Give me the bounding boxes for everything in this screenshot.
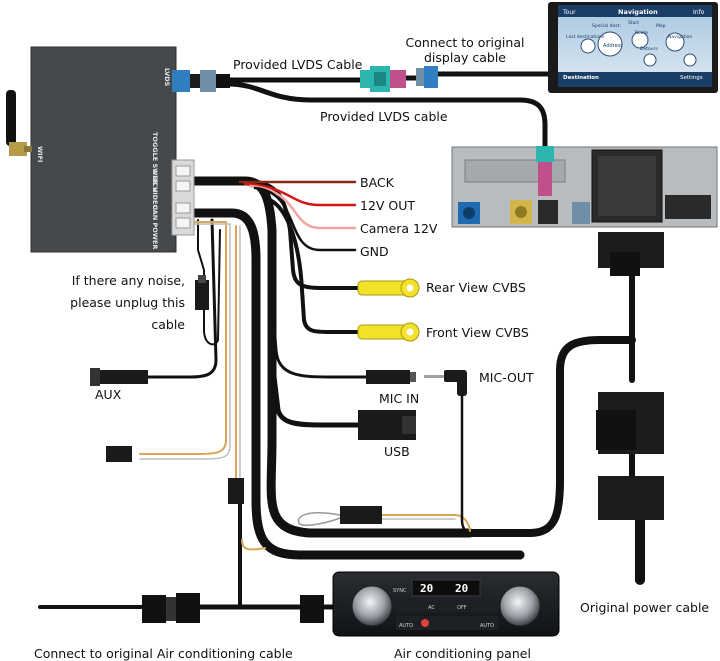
ac-right-temp: 20	[455, 582, 468, 595]
connect-original-display-label: Connect to original display cable	[405, 35, 525, 65]
front-view-label: Front View CVBS	[426, 325, 529, 340]
mic-in-jack-icon	[366, 370, 416, 384]
ac-ac-button: AC	[428, 605, 435, 611]
lvds-female-connector-icon	[360, 66, 406, 92]
connect-air-conditioning-label: Connect to original Air conditioning cab…	[34, 646, 293, 661]
mic-in-label: MIC IN	[379, 391, 420, 406]
ac-left-temp: 20	[420, 582, 433, 595]
thin-wires	[139, 221, 472, 551]
screen-bottom-left: Destination	[563, 75, 599, 81]
ac-sync-button: SYNC	[393, 588, 407, 594]
usb-connector-icon	[358, 410, 416, 440]
wifi-antenna-icon	[6, 90, 32, 156]
screen-menu-navigation: Navigation	[668, 34, 692, 40]
air-conditioning-panel-label: Air conditioning panel	[394, 646, 531, 661]
provided-lvds-cable-label-1: Provided LVDS Cable	[233, 57, 363, 72]
aux-label: AUX	[95, 387, 122, 402]
screen-menu-last: Last destinations	[566, 34, 605, 40]
noise-note-label: If there any noise, please unplug this c…	[70, 273, 185, 332]
out-12v-wire-label: 12V OUT	[360, 198, 416, 213]
wifi-port-label: WIFI	[36, 146, 44, 162]
display-connector-icon	[416, 66, 438, 88]
air-conditioning-panel	[332, 571, 560, 637]
mic-out-plug-icon	[424, 370, 467, 396]
ac-auto-right-button: AUTO	[480, 623, 494, 629]
mic-out-label: MIC-OUT	[479, 370, 534, 385]
screen-title: Navigation	[618, 8, 658, 16]
front-view-rca-icon	[357, 322, 420, 342]
gnd-wire-label: GND	[360, 244, 389, 259]
lvds-connector-icon	[172, 70, 230, 92]
power-connector-icon	[596, 232, 664, 520]
head-unit	[451, 146, 718, 228]
cable-harness	[38, 71, 645, 610]
noise-cable-connector-icon	[195, 275, 209, 310]
interface-module	[30, 46, 195, 253]
screen-menu-special: Special dest.	[592, 23, 621, 29]
provided-lvds-cable-label-2: Provided LVDS cable	[320, 109, 448, 124]
usb-label: USB	[384, 444, 410, 459]
usb-video-port-label: USB VIDEO	[151, 170, 159, 210]
screen-left-tab: Tour	[562, 9, 576, 16]
screen-menu-detours: Detours	[640, 46, 658, 52]
screen-menu-start: Start	[628, 20, 639, 26]
back-wire-label: BACK	[360, 175, 394, 190]
screen-menu-map: Map	[656, 23, 666, 29]
original-display-screen	[548, 2, 718, 93]
ac-auto-left-button: AUTO	[399, 623, 413, 629]
can-power-port-label: CAN POWER	[151, 205, 159, 249]
ac-off-button: OFF	[457, 605, 467, 611]
screen-right-tab: Info	[693, 9, 705, 16]
small-connector-icon	[106, 446, 382, 524]
ac-cable-connector-icon	[142, 593, 324, 623]
screen-bottom-right: Settings	[680, 75, 703, 81]
rear-view-rca-icon	[357, 278, 420, 298]
camera-12v-wire-label: Camera 12V	[360, 221, 438, 236]
rear-view-label: Rear View CVBS	[426, 280, 526, 295]
aux-jack-icon	[90, 368, 148, 386]
toggle-switch-port-label: TOGGLE SWITCH	[151, 132, 159, 192]
screen-menu-route: Route	[635, 30, 648, 36]
original-power-cable-label: Original power cable	[580, 600, 710, 615]
screen-menu-address: Address	[603, 43, 623, 49]
lvds-port-label: LVDS	[163, 68, 171, 87]
toggle-switch-port-text: TOGGLE SWITCH	[151, 132, 159, 192]
